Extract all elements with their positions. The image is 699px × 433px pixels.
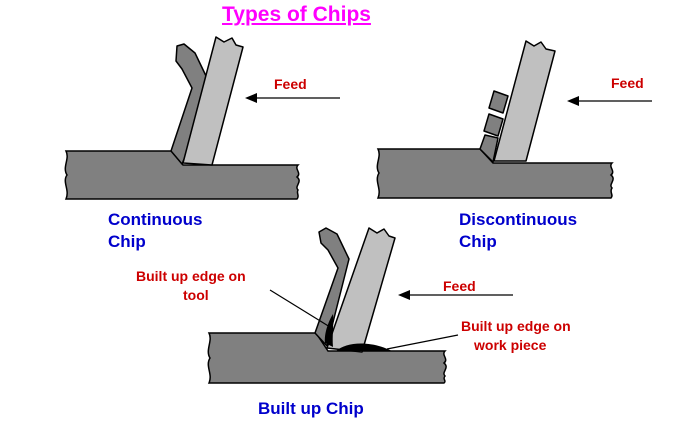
- tool-edge-leader-line: [269, 289, 331, 328]
- built-up-feed-label: Feed: [443, 278, 476, 294]
- built-up-edge-on-tool: [324, 314, 334, 347]
- built-up-edge-on-workpiece: [336, 343, 392, 351]
- workpiece-edge-label-line1: Built up edge on: [461, 318, 571, 334]
- built-up-cutting-tool: [326, 227, 396, 353]
- workpiece-edge-leader-line: [386, 334, 459, 350]
- built-up-workpiece: [207, 332, 447, 384]
- continuous-feed-arrowhead: [245, 93, 257, 103]
- discontinuous-caption-line1: Discontinuous: [459, 210, 578, 229]
- tool-edge-label-line1: Built up edge on: [136, 268, 246, 284]
- continuous-chip-panel: [64, 36, 340, 200]
- continuous-caption-line1: Continuous: [108, 210, 203, 229]
- discontinuous-chip-base: [479, 134, 499, 163]
- built-up-chip: [314, 227, 350, 347]
- discontinuous-feed-label: Feed: [611, 75, 644, 91]
- built-up-chip-panel: [207, 227, 513, 384]
- diagram-title: Types of Chips: [222, 3, 371, 26]
- continuous-cutting-tool: [182, 36, 244, 166]
- discontinuous-cutting-tool: [493, 40, 556, 162]
- tool-edge-label-line2: tool: [183, 287, 209, 303]
- discontinuous-feed-arrowhead: [567, 96, 579, 106]
- discontinuous-chip-segment-2: [488, 90, 509, 114]
- built-up-feed-arrowhead: [398, 290, 410, 300]
- built-up-caption: Built up Chip: [258, 399, 364, 418]
- workpiece-edge-label-line2: work piece: [474, 337, 547, 353]
- discontinuous-workpiece: [376, 148, 614, 199]
- continuous-feed-label: Feed: [274, 76, 307, 92]
- continuous-workpiece: [64, 150, 300, 200]
- continuous-caption-line2: Chip: [108, 232, 146, 251]
- discontinuous-caption-line2: Chip: [459, 232, 497, 251]
- discontinuous-chip-segment-1: [483, 113, 504, 137]
- discontinuous-chip-panel: [376, 40, 652, 199]
